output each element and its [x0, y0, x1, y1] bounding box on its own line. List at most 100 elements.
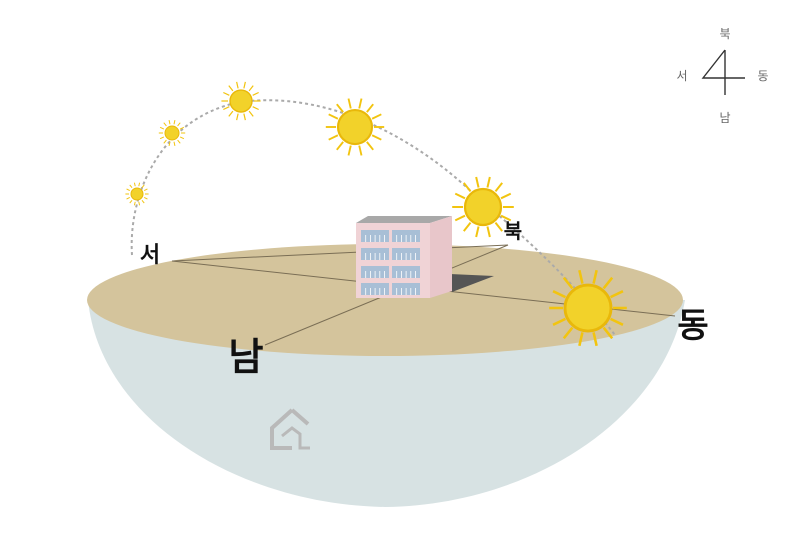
- sun-icon: [125, 182, 149, 206]
- sun-ray: [475, 226, 480, 238]
- sun-ray: [358, 145, 363, 156]
- sun-ray: [552, 317, 567, 326]
- sun-ray: [138, 201, 141, 206]
- sun-icon: [452, 176, 514, 238]
- building-side: [430, 216, 452, 298]
- sun-ray: [141, 184, 145, 189]
- compass-icon: 북 서 동 남: [676, 27, 768, 125]
- sun-ray: [500, 214, 512, 222]
- sun-ray: [475, 176, 480, 188]
- sun-ray: [371, 113, 382, 120]
- sun-ray: [371, 134, 382, 141]
- label-west: 서: [140, 243, 160, 268]
- sun-disc: [563, 283, 613, 333]
- sun-ray: [133, 201, 136, 206]
- sun-ray: [562, 276, 574, 290]
- sun-ray: [228, 110, 234, 117]
- sun-ray: [129, 184, 133, 189]
- sun-ray: [179, 126, 185, 130]
- sun-ray: [486, 176, 491, 188]
- sun-ray: [328, 113, 339, 120]
- sun-ray: [173, 141, 176, 146]
- sun-ray: [179, 136, 185, 140]
- sun-ray: [336, 103, 344, 113]
- sun-disc: [463, 187, 503, 227]
- sun-path-arc: [130, 99, 616, 336]
- sun-ray: [138, 182, 141, 187]
- sun-disc: [164, 125, 180, 141]
- sun-ray: [223, 106, 230, 111]
- sun-ray: [177, 122, 181, 127]
- sun-ray: [463, 182, 472, 192]
- sun-ray: [173, 120, 176, 125]
- sun-icon: [158, 120, 186, 146]
- sun-ray: [552, 290, 567, 299]
- sun-ray: [143, 197, 148, 200]
- sun-icon: [549, 269, 627, 347]
- sun-ray: [252, 91, 259, 96]
- sun-ray: [494, 182, 503, 192]
- label-south: 남: [229, 335, 264, 379]
- compass-east: 동: [757, 69, 768, 83]
- sun-ray: [602, 276, 614, 290]
- sun-ray: [159, 136, 165, 140]
- sun-disc: [336, 108, 374, 146]
- sun-ray: [578, 332, 584, 347]
- sun-icon: [221, 81, 261, 121]
- hemisphere-dome: [88, 300, 685, 507]
- sun-ray: [126, 197, 131, 200]
- building-icon: [356, 216, 452, 298]
- sun-ray: [236, 113, 239, 121]
- sun-ray: [163, 122, 167, 127]
- sun-ray: [159, 126, 165, 130]
- sun-ray: [347, 145, 352, 156]
- sun-ray: [454, 214, 466, 222]
- compass-mark: [701, 49, 745, 95]
- sun-ray: [578, 269, 584, 284]
- compass-south: 남: [719, 111, 730, 125]
- sun-ray: [252, 106, 259, 111]
- sun-ray: [347, 98, 352, 109]
- watermark-logo-icon: [270, 408, 310, 450]
- sun-icon: [325, 98, 385, 156]
- sun-ray: [143, 188, 148, 191]
- sun-ray: [163, 139, 167, 144]
- sun-disc: [229, 89, 253, 113]
- label-north: 북: [504, 219, 522, 243]
- sun-ray: [454, 192, 466, 200]
- sun-ray: [129, 199, 133, 204]
- sun-ray: [236, 81, 239, 89]
- sun-ray: [141, 199, 145, 204]
- building-windows: [361, 230, 420, 295]
- sun-ray: [168, 141, 171, 146]
- sun-ray: [366, 103, 374, 113]
- label-east: 동: [677, 306, 708, 346]
- sun-ray: [609, 290, 624, 299]
- sun-ray: [592, 332, 598, 347]
- sun-ray: [223, 91, 230, 96]
- compass-west: 서: [676, 69, 687, 83]
- sun-positions: [125, 81, 627, 347]
- sun-ray: [562, 326, 574, 340]
- sun-ray: [358, 98, 363, 109]
- building-shadow: [450, 274, 494, 292]
- sun-ray: [500, 192, 512, 200]
- sun-ray: [177, 139, 181, 144]
- sun-ray: [336, 141, 344, 151]
- ground-plane: [87, 244, 683, 356]
- sun-ray: [602, 326, 614, 340]
- sun-ray: [228, 85, 234, 92]
- sun-ray: [133, 182, 136, 187]
- sun-ray: [248, 85, 254, 92]
- building-roof: [356, 216, 452, 223]
- sun-ray: [366, 141, 374, 151]
- sun-ray: [463, 222, 472, 232]
- sun-ray: [243, 113, 246, 121]
- sun-ray: [168, 120, 171, 125]
- sun-ray: [243, 81, 246, 89]
- sun-ray: [609, 317, 624, 326]
- compass-north: 북: [719, 27, 730, 41]
- sun-disc: [130, 187, 144, 201]
- sun-ray: [328, 134, 339, 141]
